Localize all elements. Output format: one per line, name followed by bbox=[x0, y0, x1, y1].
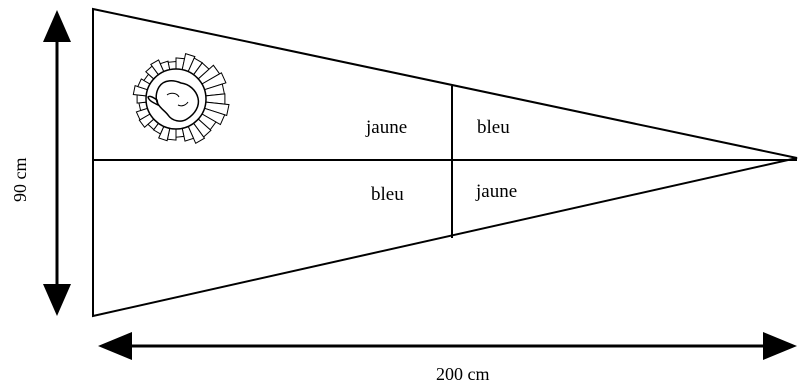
label-lower-left: bleu bbox=[371, 184, 404, 205]
label-lower-right: jaune bbox=[475, 181, 517, 202]
emblem-rays bbox=[132, 52, 230, 145]
height-dimension-arrow bbox=[43, 10, 71, 316]
height-dimension-label: 90 cm bbox=[10, 158, 30, 203]
arrowhead-left-icon bbox=[98, 332, 132, 360]
label-upper-right: bleu bbox=[477, 117, 510, 138]
pennant-outline bbox=[92, 7, 798, 318]
width-dimension-label: 200 cm bbox=[436, 364, 490, 384]
arrowhead-up-icon bbox=[43, 10, 71, 42]
label-upper-left: jaune bbox=[365, 117, 407, 138]
width-dimension-arrow bbox=[98, 332, 797, 360]
arrowhead-down-icon bbox=[43, 284, 71, 316]
emblem-continent bbox=[147, 80, 200, 122]
antarctica-emblem-icon bbox=[132, 52, 230, 145]
emblem-continent-detail bbox=[166, 92, 189, 107]
arrowhead-right-icon bbox=[763, 332, 797, 360]
